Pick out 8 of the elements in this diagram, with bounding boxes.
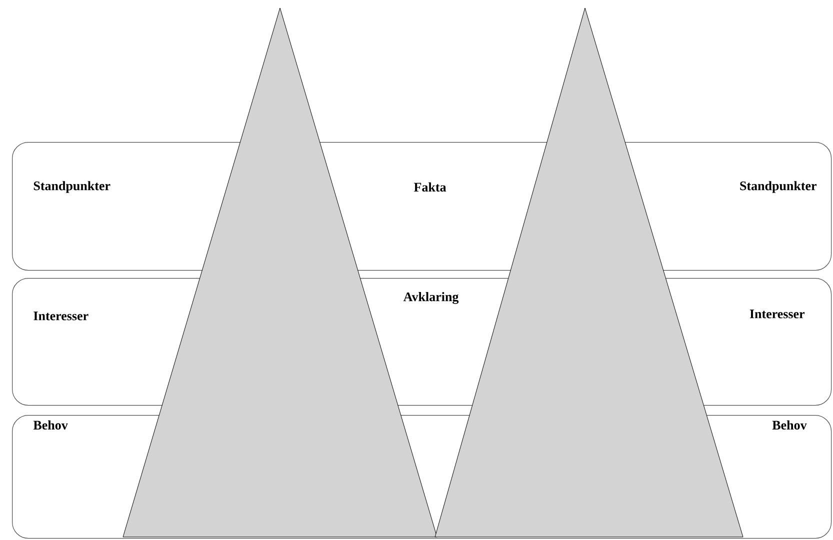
band-label: Standpunkter — [34, 181, 110, 193]
band-label: Fakta — [414, 182, 446, 192]
band-label: Avklaring — [403, 292, 459, 304]
band-label: Standpunkter — [740, 181, 816, 193]
band-label: Behov — [772, 420, 807, 430]
band-label: Interesser — [750, 310, 805, 318]
band-label: Interesser — [34, 312, 88, 320]
band-label: Behov — [33, 420, 68, 430]
